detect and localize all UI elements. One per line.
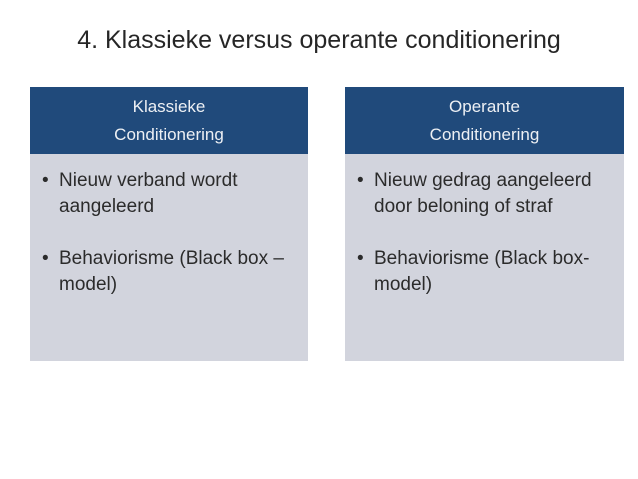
list-item-line: Nieuw verband wordt [59, 170, 238, 191]
list-item-line: Nieuw gedrag aangeleerd [374, 170, 592, 191]
list-item-line: aangeleerd [59, 196, 155, 217]
list-item-text: Nieuw gedrag aangeleerd door beloning of… [374, 168, 616, 220]
table-header-line: Klassieke [132, 97, 206, 116]
bullet-icon: • [42, 170, 49, 191]
list-item: • Behaviorisme (Black box – model) [42, 246, 300, 298]
table-header-line: Conditionering [114, 125, 224, 144]
list-item-text: Behaviorisme (Black box – model) [59, 246, 300, 298]
list-item-line: model) [59, 274, 118, 295]
list-item-line: door beloning of straf [374, 196, 553, 217]
table-header-line: Conditionering [429, 125, 540, 144]
table-header-operante: Operante Conditionering [345, 87, 624, 154]
list-item-text: Nieuw verband wordt aangeleerd [59, 168, 300, 220]
table-klassieke-conditionering: Klassieke Conditionering • Nieuw verband… [30, 87, 308, 361]
table-operante-conditionering: Operante Conditionering • Nieuw gedrag a… [345, 87, 624, 361]
list-item-line: Behaviorisme (Black box- [374, 248, 590, 269]
list-item-text: Behaviorisme (Black box- model) [374, 246, 616, 298]
bullet-icon: • [357, 170, 364, 191]
bullet-icon: • [42, 248, 49, 269]
table-body-klassieke: • Nieuw verband wordt aangeleerd • Behav… [30, 154, 308, 361]
list-item-line: model) [374, 274, 433, 295]
list-item: • Behaviorisme (Black box- model) [357, 246, 616, 298]
list-item: • Nieuw gedrag aangeleerd door beloning … [357, 168, 616, 220]
table-body-operante: • Nieuw gedrag aangeleerd door beloning … [345, 154, 624, 361]
list-item-line: Behaviorisme (Black box – [59, 248, 284, 269]
list-item: • Nieuw verband wordt aangeleerd [42, 168, 300, 220]
table-header-klassieke: Klassieke Conditionering [30, 87, 308, 154]
slide-title: 4. Klassieke versus operante conditioner… [77, 26, 561, 54]
bullet-icon: • [357, 248, 364, 269]
table-header-line: Operante [449, 97, 520, 116]
